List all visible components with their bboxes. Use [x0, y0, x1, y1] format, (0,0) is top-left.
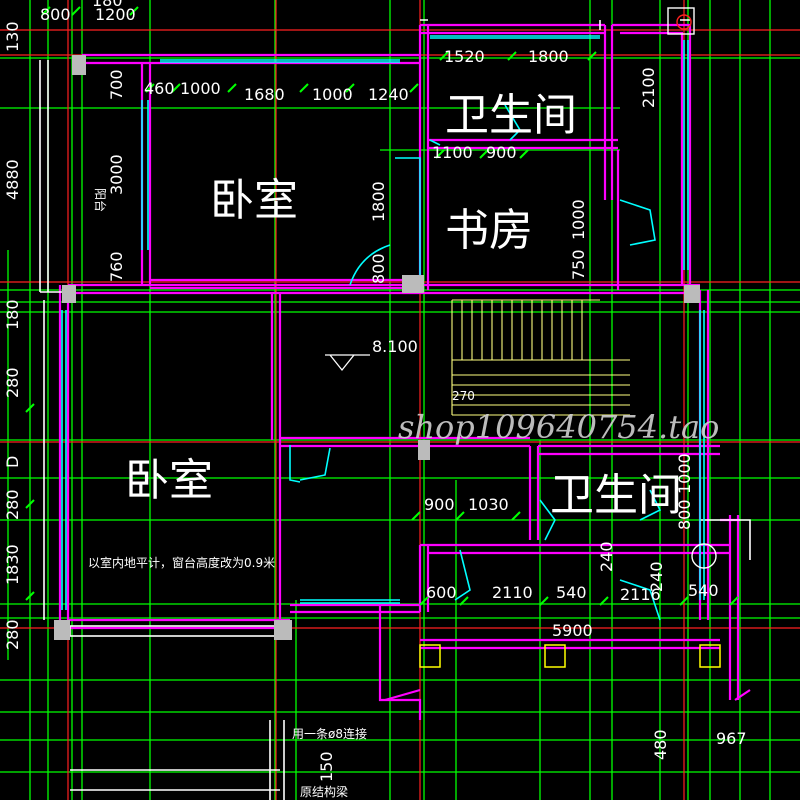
- dim-1800-a: 1800: [528, 47, 569, 66]
- dim-150: 150: [317, 751, 336, 782]
- beam-note: 原结构梁: [300, 784, 348, 799]
- balcony-label: 阳台: [93, 188, 108, 212]
- dim-900-a: 900: [486, 143, 517, 162]
- study-label: 书房: [445, 205, 533, 256]
- dim-480: 480: [651, 729, 670, 760]
- dim-1240: 1240: [368, 85, 409, 104]
- dim-4880: 4880: [3, 159, 22, 200]
- windows-and-doors: [61, 35, 705, 621]
- dim-1000-b: 1000: [312, 85, 353, 104]
- elevation-mark: 8.100: [372, 337, 418, 356]
- watermark: shop109640754.tao: [398, 408, 719, 446]
- dim-2116: 2116: [620, 585, 661, 604]
- dim-540-a: 540: [556, 583, 587, 602]
- dim-240-a: 240: [597, 541, 616, 572]
- dim-280-b: 280: [3, 489, 22, 520]
- dimension-ticks: [25, 6, 739, 606]
- dim-D: D: [3, 456, 22, 468]
- dim-2110: 2110: [492, 583, 533, 602]
- dim-760: 760: [107, 251, 126, 282]
- dim-800-b: 800: [675, 499, 694, 530]
- dim-1000-c: 1000: [569, 199, 588, 240]
- dim-700: 700: [107, 69, 126, 100]
- dim-1000-d: 1000: [675, 453, 694, 494]
- dim-1830: 1830: [3, 544, 22, 585]
- dim-180-top: 180: [92, 0, 123, 10]
- dim-1520: 1520: [444, 47, 485, 66]
- dim-1000-a: 1000: [180, 79, 221, 98]
- dim-460: 460: [144, 79, 175, 98]
- sill-height-note: 以室内地平计，窗台高度改为0.9米: [88, 555, 275, 570]
- dim-1200: 1200: [95, 5, 136, 24]
- dim-1100: 1100: [432, 143, 473, 162]
- dim-750: 750: [569, 249, 588, 280]
- dim-1030: 1030: [468, 495, 509, 514]
- dim-130: 130: [3, 21, 22, 52]
- bedroom-left-label: 卧室: [125, 455, 213, 506]
- walls: [58, 23, 751, 720]
- dim-3000: 3000: [107, 154, 126, 195]
- dim-600: 600: [426, 583, 457, 602]
- dim-1680: 1680: [244, 85, 285, 104]
- dim-280-a: 280: [3, 367, 22, 398]
- bedroom-top-label: 卧室: [210, 175, 298, 226]
- dim-540-b: 540: [688, 581, 719, 600]
- elevation-triangle: [325, 354, 370, 372]
- dim-800: 800: [40, 5, 71, 24]
- dim-800-v: 800: [369, 253, 388, 284]
- dim-2100: 2100: [639, 67, 658, 108]
- dim-180-left: 180: [3, 299, 22, 330]
- dim-5900: 5900: [552, 621, 593, 640]
- structural-columns: [54, 7, 721, 668]
- bathroom-right-label: 卫生间: [550, 470, 682, 521]
- dim-900-b: 900: [424, 495, 455, 514]
- dim-240-b: 240: [647, 561, 666, 592]
- dim-280-c: 280: [3, 619, 22, 650]
- stair-label: 270: [452, 389, 475, 403]
- rebar-note: 用一条ø8连接: [292, 726, 367, 741]
- staircase: [451, 299, 630, 416]
- dim-967: 967: [716, 729, 747, 748]
- bathroom-top-label: 卫生间: [445, 90, 577, 141]
- dim-1800-b: 1800: [369, 181, 388, 222]
